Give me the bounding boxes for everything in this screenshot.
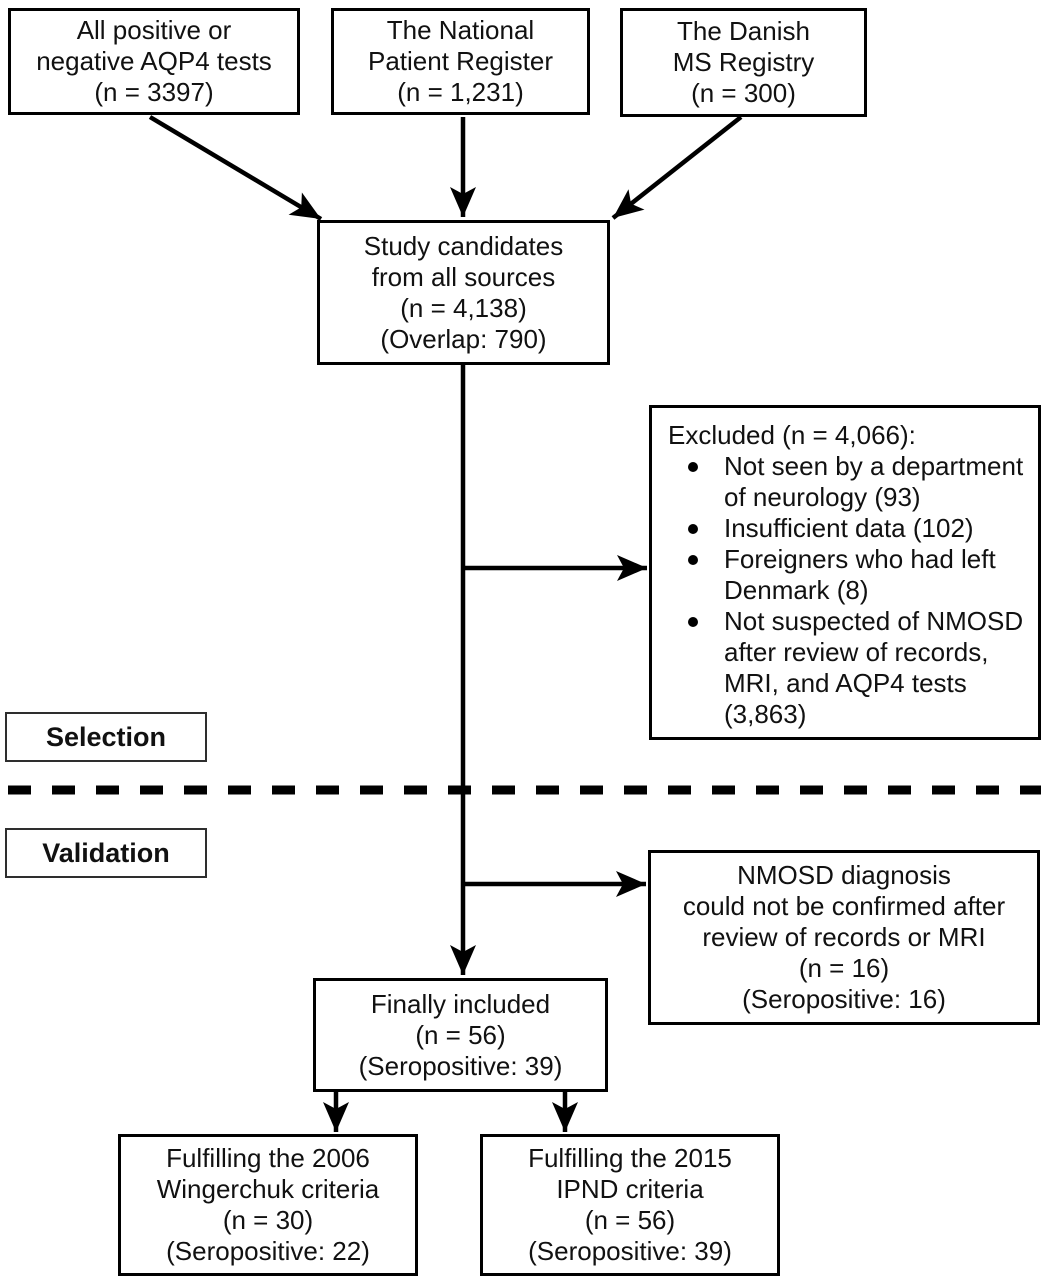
arrow-dms-to-study — [611, 115, 743, 220]
arrow-aqp4-to-study — [148, 115, 323, 221]
box-excluded: Excluded (n = 4,066): Not seen by a depa… — [649, 405, 1041, 740]
excluded-item: Not seen by a department of neurology (9… — [684, 451, 1026, 513]
phase-label-validation: Validation — [5, 828, 207, 878]
excluded-item: Foreigners who had left Denmark (8) — [684, 544, 1026, 606]
excluded-item: Insufficient data (102) — [684, 513, 1026, 544]
box-wingerchuk-2006-criteria: Fulfilling the 2006 Wingerchuk criteria … — [118, 1134, 418, 1276]
box-nmosd-not-confirmed: NMOSD diagnosis could not be confirmed a… — [648, 850, 1040, 1025]
box-finally-included: Finally included (n = 56) (Seropositive:… — [313, 978, 608, 1092]
excluded-title: Excluded (n = 4,066): — [668, 420, 916, 450]
excluded-bullet-list: Not seen by a department of neurology (9… — [668, 451, 1026, 730]
box-national-patient-register: The National Patient Register (n = 1,231… — [331, 8, 590, 115]
box-ipnd-2015-criteria: Fulfilling the 2015 IPND criteria (n = 5… — [480, 1134, 780, 1276]
box-study-candidates: Study candidates from all sources (n = 4… — [317, 220, 610, 365]
box-danish-ms-registry: The Danish MS Registry (n = 300) — [620, 8, 867, 117]
excluded-item: Not suspected of NMOSD after review of r… — [684, 606, 1026, 730]
phase-label-selection: Selection — [5, 712, 207, 762]
box-aqp4-tests: All positive or negative AQP4 tests (n =… — [8, 8, 300, 115]
